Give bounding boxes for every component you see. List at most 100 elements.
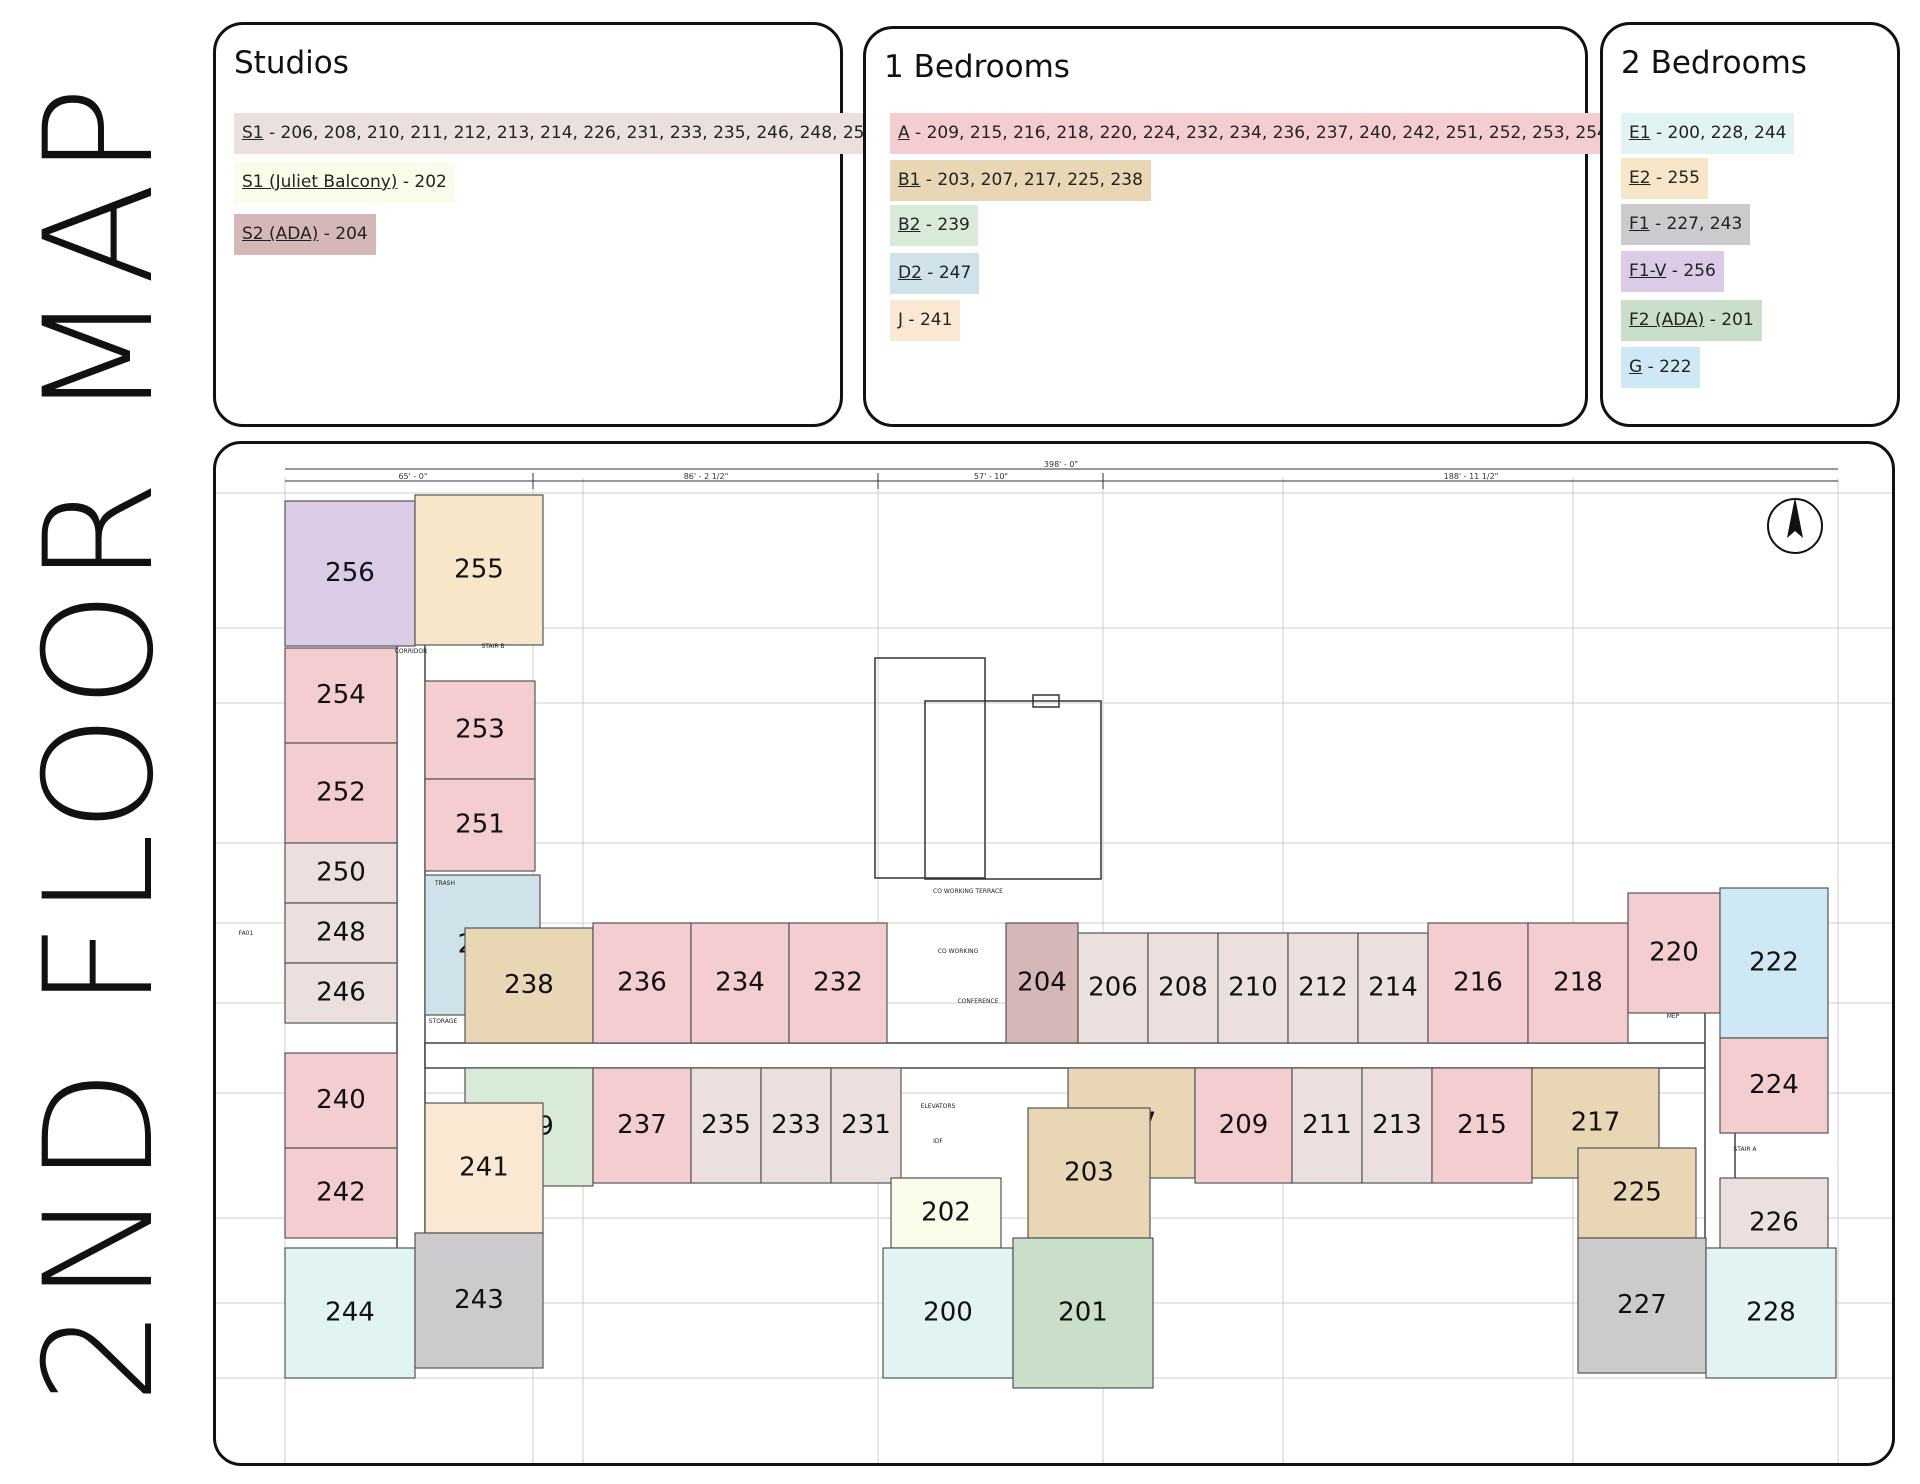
floor-plan-frame: 65' - 0" 86' - 2 1/2" 57' - 10" 188' - 1… xyxy=(213,441,1895,1466)
unit-number-label: 244 xyxy=(325,1298,375,1328)
unit-number-label: 224 xyxy=(1749,1070,1799,1100)
dimension-label: 398' - 0" xyxy=(1044,460,1078,469)
floor-map-title-container: 2ND FLOOR MAP xyxy=(0,0,200,1484)
legend-item-g: G - 222 xyxy=(1621,347,1700,388)
unit-number-label: 225 xyxy=(1612,1178,1662,1208)
unit-number-label: 209 xyxy=(1219,1110,1269,1140)
unit-227 xyxy=(1577,1237,1707,1374)
unit-number-label: 233 xyxy=(771,1110,821,1140)
unit-204 xyxy=(1005,922,1079,1044)
legend-item-b1: B1 - 203, 207, 217, 225, 238 xyxy=(890,160,1151,201)
unit-number-label: 238 xyxy=(504,970,554,1000)
unit-243 xyxy=(414,1232,544,1369)
unit-231 xyxy=(830,1067,902,1184)
room-label: STAIR B xyxy=(481,643,504,650)
legend-item-e2: E2 - 255 xyxy=(1621,158,1708,199)
unit-number-label: 250 xyxy=(316,858,366,888)
unit-number-label: 227 xyxy=(1617,1290,1667,1320)
unit-number-label: 240 xyxy=(316,1085,366,1115)
unit-235 xyxy=(690,1067,762,1184)
unit-number-label: 242 xyxy=(316,1178,366,1208)
unit-number-label: 251 xyxy=(455,810,505,840)
unit-201 xyxy=(1012,1237,1154,1389)
room-label: STAIR A xyxy=(1733,1146,1757,1153)
unit-253 xyxy=(424,680,536,780)
unit-250 xyxy=(284,842,398,904)
room-label: CO WORKING TERRACE xyxy=(933,888,1003,895)
dimension-label: 65' - 0" xyxy=(398,472,427,481)
unit-number-label: 216 xyxy=(1453,968,1503,998)
room-label: MEP xyxy=(1667,1013,1680,1020)
unit-236 xyxy=(592,922,692,1044)
unit-number-label: 246 xyxy=(316,978,366,1008)
room-label: CO WORKING xyxy=(938,948,979,955)
unit-number-label: 210 xyxy=(1228,973,1278,1003)
unit-number-label: 212 xyxy=(1298,973,1348,1003)
dimension-label: 57' - 10" xyxy=(974,472,1008,481)
unit-number-label: 252 xyxy=(316,778,366,808)
room-label: STORAGE xyxy=(429,1018,458,1025)
unit-number-label: 241 xyxy=(459,1153,509,1183)
unit-222 xyxy=(1719,887,1829,1039)
unit-number-label: 217 xyxy=(1571,1108,1621,1138)
room-label: FA01 xyxy=(239,930,254,937)
room-label: IDF xyxy=(933,1138,943,1145)
unit-number-label: 253 xyxy=(455,715,505,745)
room-label: TRASH xyxy=(434,880,455,887)
unit-211 xyxy=(1291,1067,1363,1184)
unit-number-label: 237 xyxy=(617,1110,667,1140)
unit-216 xyxy=(1427,922,1529,1044)
unit-number-label: 222 xyxy=(1749,948,1799,978)
dimension-label: 86' - 2 1/2" xyxy=(684,472,729,481)
unit-238 xyxy=(464,927,594,1044)
legend-item-s2-ada: S2 (ADA) - 204 xyxy=(234,214,376,255)
floor-map-title: 2ND FLOOR MAP xyxy=(13,80,187,1404)
unit-number-label: 200 xyxy=(923,1298,973,1328)
unit-224 xyxy=(1719,1037,1829,1134)
unit-255 xyxy=(414,494,544,646)
floor-plan: 65' - 0" 86' - 2 1/2" 57' - 10" 188' - 1… xyxy=(216,460,1892,1463)
co-working-terrace xyxy=(874,657,1102,880)
unit-number-label: 243 xyxy=(454,1285,504,1315)
unit-number-label: 206 xyxy=(1088,973,1138,1003)
unit-number-label: 254 xyxy=(316,680,366,710)
unit-240 xyxy=(284,1052,398,1149)
unit-number-label: 208 xyxy=(1158,973,1208,1003)
unit-number-label: 248 xyxy=(316,918,366,948)
unit-203 xyxy=(1027,1107,1151,1239)
unit-234 xyxy=(690,922,790,1044)
corridors xyxy=(396,592,1736,1294)
unit-232 xyxy=(788,922,888,1044)
unit-number-label: 203 xyxy=(1064,1158,1114,1188)
legend-one-bedrooms-heading: 1 Bedrooms xyxy=(884,49,1070,85)
unit-209 xyxy=(1194,1067,1293,1184)
legend-item-f1: F1 - 227, 243 xyxy=(1621,204,1751,245)
room-label: ELEVATORS xyxy=(921,1103,956,1110)
legend-two-bedrooms-heading: 2 Bedrooms xyxy=(1621,45,1807,81)
legend-one-bedrooms: 1 Bedrooms A - 209, 215, 216, 218, 220, … xyxy=(863,26,1616,427)
unit-number-label: 213 xyxy=(1372,1110,1422,1140)
dimension-line xyxy=(285,468,1838,489)
legend-two-bedrooms: 2 Bedrooms E1 - 200, 228, 244 E2 - 255 F… xyxy=(1600,22,1900,427)
unit-number-label: 204 xyxy=(1017,968,1067,998)
unit-248 xyxy=(284,902,398,964)
dimension-label: 188' - 11 1/2" xyxy=(1444,472,1499,481)
legend-item-j: J - 241 xyxy=(890,300,961,341)
legend-item-s1: S1 - 206, 208, 210, 211, 212, 213, 214, … xyxy=(234,113,884,154)
unit-number-label: 211 xyxy=(1302,1110,1352,1140)
legend-item-e1: E1 - 200, 228, 244 xyxy=(1621,113,1795,154)
unit-208 xyxy=(1147,932,1219,1044)
unit-number-label: 220 xyxy=(1649,938,1699,968)
north-arrow-icon xyxy=(1767,497,1823,554)
unit-213 xyxy=(1361,1067,1433,1184)
unit-220 xyxy=(1627,892,1721,1014)
room-label: CONFERENCE xyxy=(957,998,998,1005)
unit-number-label: 226 xyxy=(1749,1208,1799,1238)
legend-item-s1-juliet: S1 (Juliet Balcony) - 202 xyxy=(234,162,455,203)
legend-item-d2: D2 - 247 xyxy=(890,253,980,294)
unit-218 xyxy=(1527,922,1629,1044)
unit-202 xyxy=(890,1177,1002,1249)
unit-210 xyxy=(1217,932,1289,1044)
unit-214 xyxy=(1357,932,1429,1044)
